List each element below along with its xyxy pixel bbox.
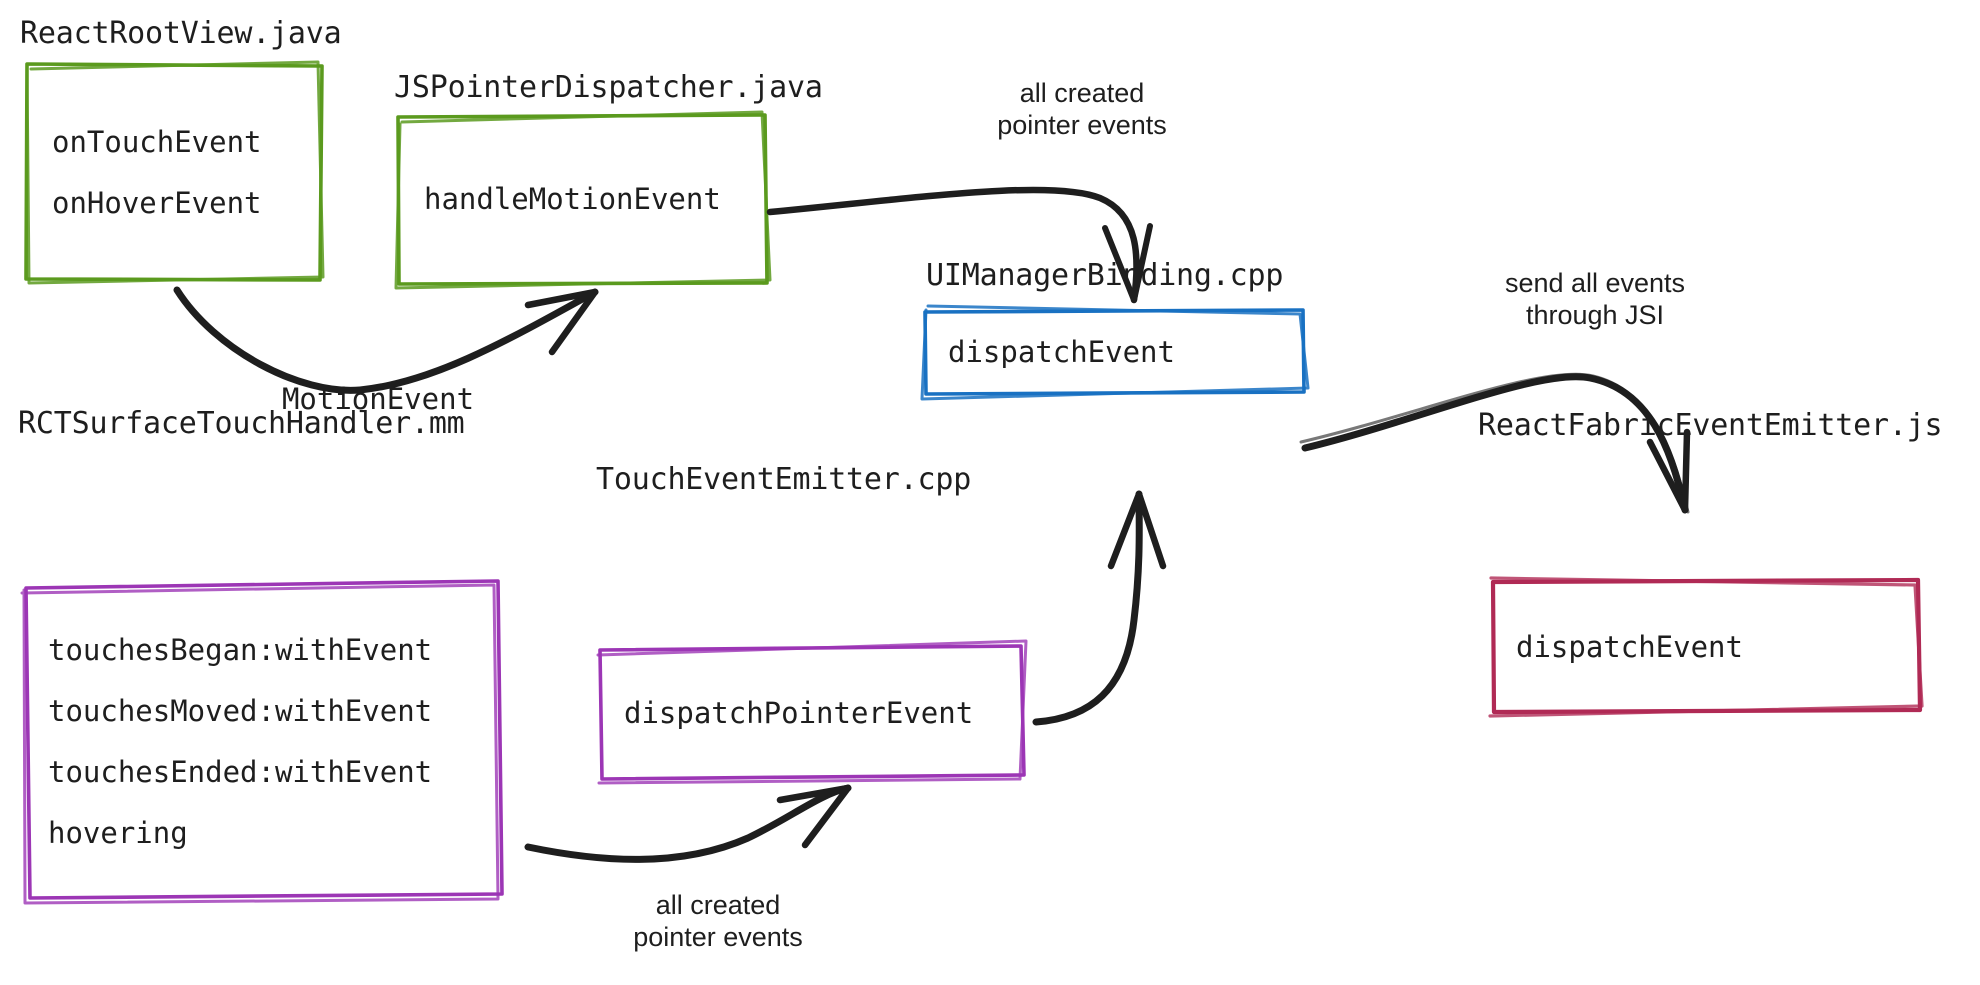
file-label-js-pointer-dispatcher: JSPointerDispatcher.java: [394, 70, 823, 105]
node-line-touches-began: touchesBegan:withEvent: [48, 633, 433, 667]
node-line-hovering: hovering: [48, 816, 188, 850]
node-line-dispatch-pointer-event: dispatchPointerEvent: [624, 695, 974, 730]
node-js-pointer-dispatcher[interactable]: handleMotionEvent: [398, 112, 770, 286]
node-line-touches-ended: touchesEnded:withEvent: [48, 755, 433, 789]
node-ui-manager-binding[interactable]: dispatchEvent: [922, 306, 1308, 398]
node-line-handle-motion-event: handleMotionEvent: [424, 181, 721, 216]
edge-label-android-pointer-events: all created pointer events: [997, 78, 1167, 140]
file-label-ui-manager-binding: UIManagerBinding.cpp: [926, 258, 1284, 293]
node-line-on-hover-event: onHoverEvent: [52, 186, 262, 220]
arrow-send-through-jsi: [1299, 372, 1691, 514]
file-label-touch-event-emitter: TouchEventEmitter.cpp: [596, 462, 972, 497]
file-label-rct-surface-touch-handler: RCTSurfaceTouchHandler.mm: [18, 406, 465, 441]
node-line-dispatch-event-js: dispatchEvent: [1516, 629, 1743, 664]
node-line-touches-moved: touchesMoved:withEvent: [48, 694, 433, 728]
node-touch-event-emitter[interactable]: dispatchPointerEvent: [598, 644, 1026, 782]
node-rct-surface-touch-handler[interactable]: touchesBegan:withEvent touchesMoved:with…: [22, 581, 502, 903]
edge-label-send-through-jsi: send all events through JSI: [1504, 268, 1686, 330]
arrow-motion-event: [173, 286, 599, 394]
arrow-ios-pointer-events: [524, 784, 852, 863]
file-label-react-root-view: ReactRootView.java: [20, 16, 342, 51]
file-label-react-fabric-event-emitter: ReactFabricEventEmitter.js: [1478, 408, 1943, 443]
node-line-dispatch-event-cpp: dispatchEvent: [948, 334, 1175, 369]
node-react-fabric-event-emitter[interactable]: dispatchEvent: [1490, 578, 1922, 716]
node-line-on-touch-event: onTouchEvent: [52, 125, 262, 159]
edge-label-ios-pointer-events: all created pointer events: [633, 890, 803, 952]
arrow-dispatch-pointer-to-binding: [1032, 490, 1167, 726]
node-react-root-view[interactable]: onTouchEvent onHoverEvent: [26, 62, 324, 284]
edge-label-motion-event: MotionEvent: [281, 382, 475, 416]
